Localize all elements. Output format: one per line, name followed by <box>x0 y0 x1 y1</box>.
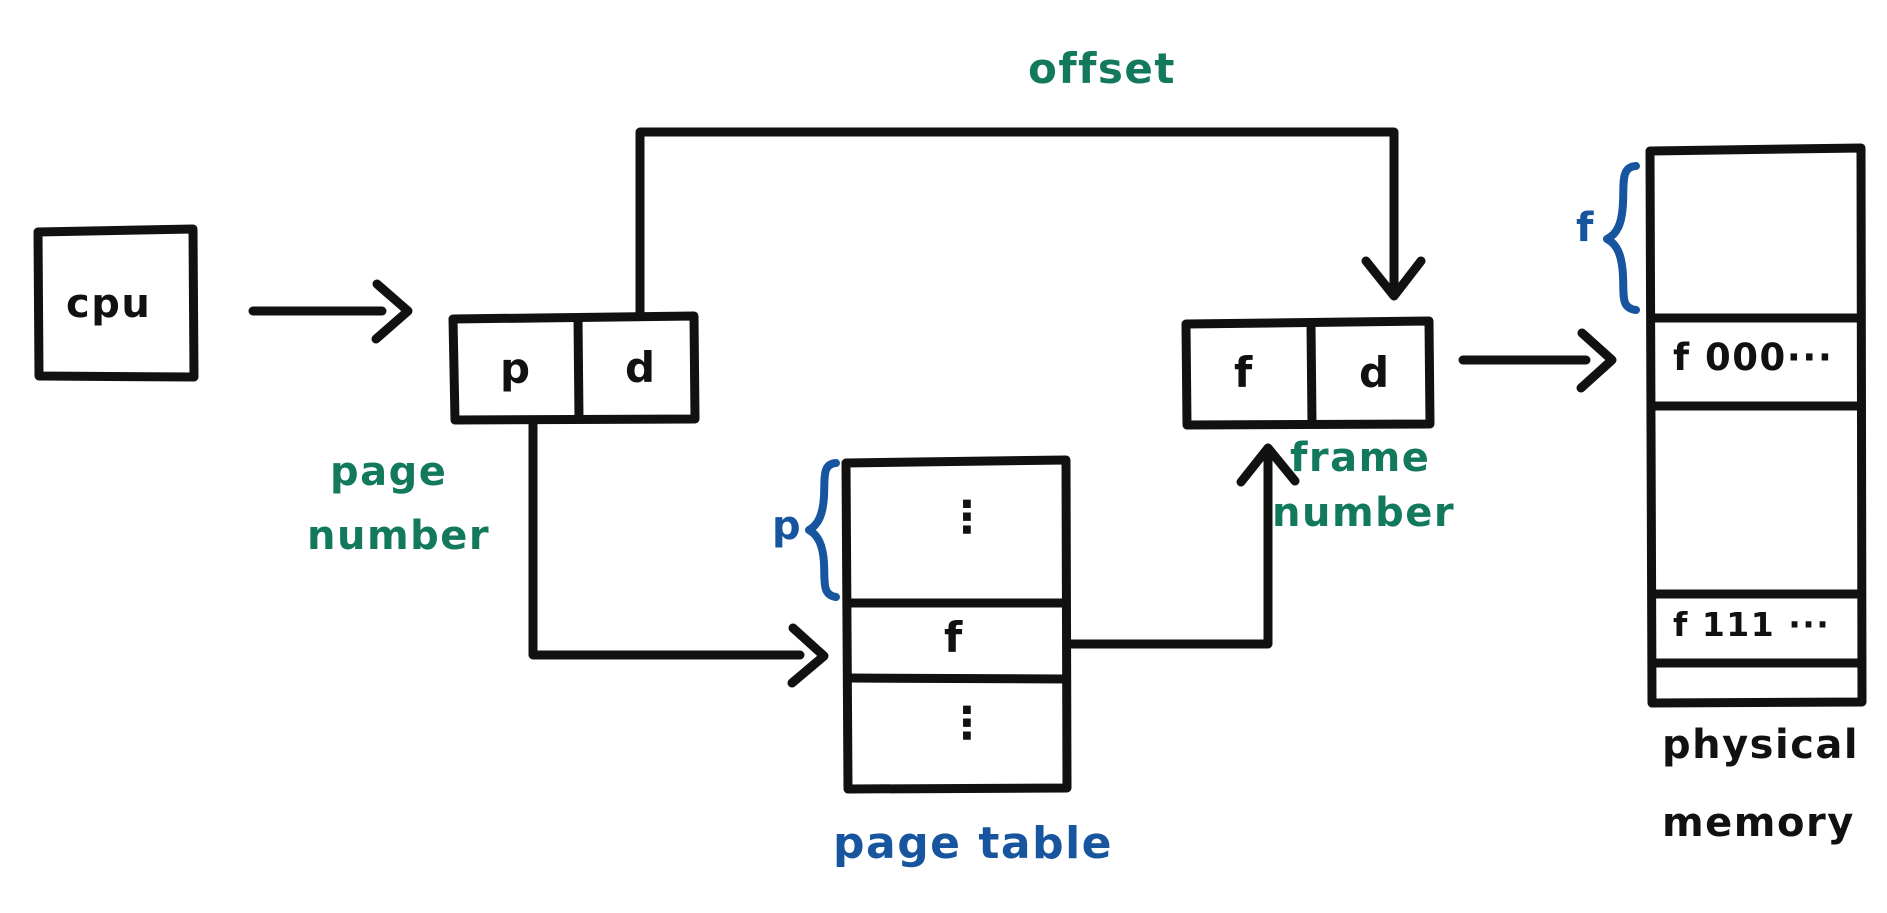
physical-memory-caption-line2: memory <box>1662 800 1855 846</box>
frame-number-connector <box>1062 443 1300 649</box>
page-number-annotation-line2: number <box>307 513 491 559</box>
page-table-row-1-value: f <box>944 613 964 662</box>
logical-page-field-label: p <box>500 344 532 393</box>
physical-memory-caption-line1: physical <box>1662 722 1860 768</box>
frame-number-annotation-line2: number <box>1272 490 1456 536</box>
offset-connector <box>635 127 1426 320</box>
offset-annotation: offset <box>1028 44 1176 93</box>
cpu-box <box>33 224 199 382</box>
page-table-brace <box>805 459 840 601</box>
physical-address-to-memory-arrow <box>1458 328 1617 393</box>
physical-memory-brace-label: f <box>1576 205 1595 251</box>
physical-offset-field-label: d <box>1359 348 1391 397</box>
logical-offset-field-label: d <box>625 343 657 392</box>
cpu-to-logical-arrow <box>248 279 413 344</box>
physical-memory-box <box>1645 143 1867 708</box>
physical-memory-row-3-value: f 111 ··· <box>1673 605 1831 644</box>
cpu-label: cpu <box>66 281 152 327</box>
page-table-row-2-value: ⋮ <box>945 698 991 749</box>
physical-address-box <box>1181 316 1435 430</box>
physical-memory-row-1-value: f 000··· <box>1673 336 1834 379</box>
frame-number-annotation-line1: frame <box>1290 435 1431 481</box>
page-table-box <box>841 455 1072 794</box>
page-table-caption: page table <box>833 818 1113 869</box>
page-table-brace-label: p <box>772 503 803 549</box>
page-number-annotation-line1: page <box>330 449 448 495</box>
page-number-connector <box>528 415 829 688</box>
page-table-row-0-value: ⋮ <box>945 492 991 543</box>
logical-address-box <box>448 311 700 425</box>
physical-frame-field-label: f <box>1234 348 1254 397</box>
physical-memory-brace <box>1603 162 1640 314</box>
